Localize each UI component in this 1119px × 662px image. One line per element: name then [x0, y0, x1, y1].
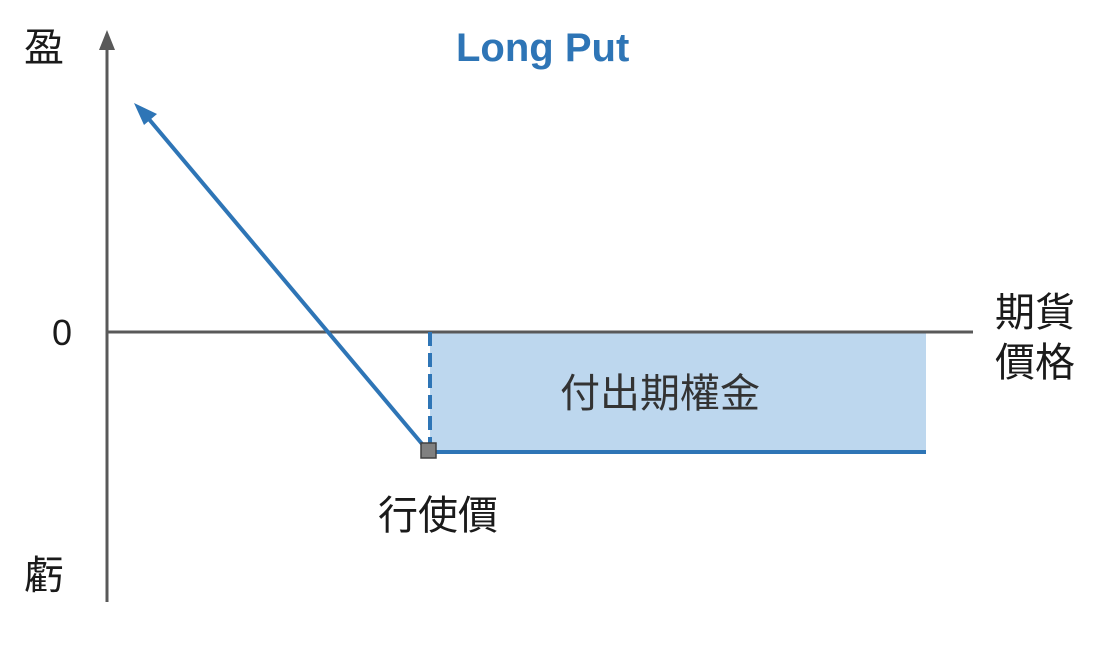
payoff-diagonal-line: [146, 116, 430, 453]
y-axis-loss-label: 虧: [24, 553, 64, 599]
x-axis-label: 期貨 價格: [995, 288, 1075, 388]
strike-price-label: 行使價: [378, 493, 498, 539]
zero-label: 0: [52, 312, 73, 353]
premium-area: [430, 332, 926, 453]
x-axis-label-line2: 價格: [995, 340, 1075, 386]
premium-label: 付出期權金: [560, 371, 760, 417]
x-axis-label-line1: 期貨: [995, 290, 1075, 336]
y-axis-arrowhead: [99, 30, 115, 50]
y-axis-profit-label: 盈: [24, 25, 64, 71]
diagram-title: Long Put: [456, 26, 630, 70]
payoff-arrowhead: [134, 103, 157, 125]
strike-marker: [420, 442, 437, 459]
